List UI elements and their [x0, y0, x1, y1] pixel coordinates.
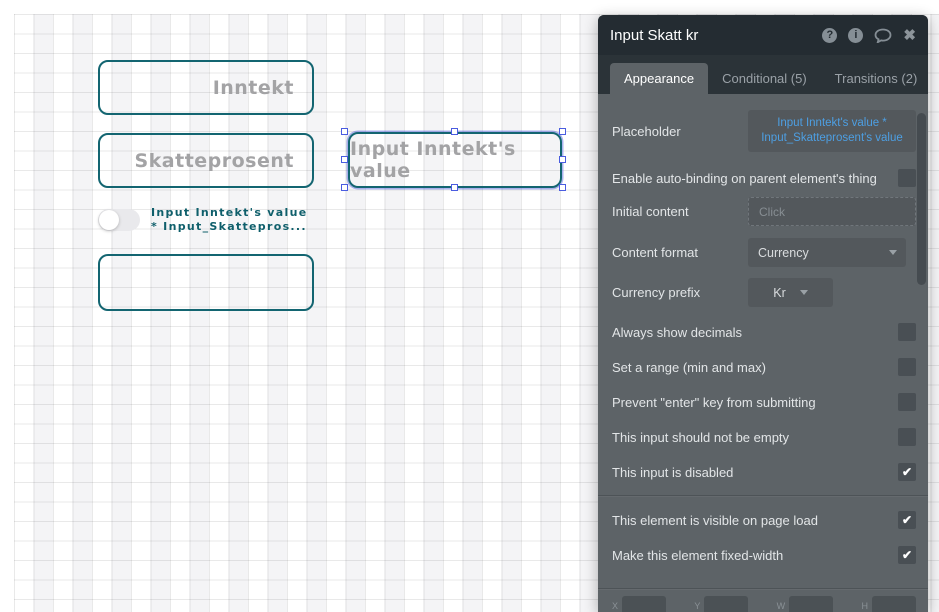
w-label: W: [776, 601, 786, 611]
resize-handle-top-left[interactable]: [341, 128, 348, 135]
x-label: X: [612, 601, 619, 611]
placeholder-expression-field[interactable]: Input Inntekt's value * Input_Skattepros…: [748, 110, 916, 152]
toggle-label-line2: * Input_Skattepros...: [151, 220, 307, 233]
tab-conditional[interactable]: Conditional (5): [722, 71, 807, 86]
content-format-value: Currency: [758, 245, 809, 260]
canvas-input-skatteprosent[interactable]: Skatteprosent: [98, 133, 314, 188]
checkbox-label: This input should not be empty: [612, 429, 790, 445]
currency-prefix-label: Currency prefix: [612, 285, 701, 300]
checkbox-row: Make this element fixed-width: [598, 546, 928, 564]
resize-handle-mid-left[interactable]: [341, 156, 348, 163]
checkbox-label: Always show decimals: [612, 324, 743, 340]
property-editor-panel: Input Skatt kr ? i ✖ Appearance Conditio…: [598, 15, 928, 612]
checkbox-label: Make this element fixed-width: [612, 547, 784, 563]
info-icon[interactable]: i: [848, 27, 864, 43]
position-size-row: X Y W H: [598, 596, 928, 612]
toggle-knob: [99, 210, 119, 230]
placeholder-expression-line2: Input_Skatteprosent's value: [761, 132, 903, 144]
checkbox-row: Prevent "enter" key from submitting: [598, 393, 928, 411]
close-icon[interactable]: ✖: [903, 26, 916, 44]
placeholder-row: Placeholder Input Inntekt's value * Inpu…: [598, 110, 928, 152]
h-field-group: H: [861, 596, 916, 612]
resize-handle-bottom-right[interactable]: [559, 184, 566, 191]
h-input[interactable]: [871, 596, 916, 612]
resize-handle-top-right[interactable]: [559, 128, 566, 135]
resize-handle-bottom-mid[interactable]: [451, 184, 458, 191]
checkbox-row: Set a range (min and max): [598, 358, 928, 376]
resize-handle-top-mid[interactable]: [451, 128, 458, 135]
currency-prefix-value: Kr: [773, 285, 786, 300]
checkbox-label: This element is visible on page load: [612, 512, 818, 528]
chevron-down-icon: [799, 290, 808, 295]
fixed-width-checkbox[interactable]: [898, 546, 916, 564]
panel-title: Input Skatt kr: [610, 26, 699, 44]
chevron-down-icon: [889, 250, 897, 255]
set-range-checkbox[interactable]: [898, 358, 916, 376]
canvas-input-empty[interactable]: [98, 254, 314, 311]
panel-body: Placeholder Input Inntekt's value * Inpu…: [598, 110, 928, 612]
checkbox-row: This element is visible on page load: [598, 511, 928, 529]
canvas-margin-top: [0, 0, 939, 14]
x-input[interactable]: [622, 596, 667, 612]
initial-content-input[interactable]: Click: [748, 197, 916, 226]
y-label: Y: [694, 601, 701, 611]
tab-transitions[interactable]: Transitions (2): [834, 71, 918, 86]
not-empty-checkbox[interactable]: [898, 428, 916, 446]
prevent-enter-checkbox[interactable]: [898, 393, 916, 411]
currency-prefix-dropdown[interactable]: Kr: [748, 278, 833, 307]
checkbox-row: Always show decimals: [598, 323, 928, 341]
auto-binding-row: Enable auto-binding on parent element's …: [598, 169, 928, 187]
checkbox-row: This input is disabled: [598, 463, 928, 481]
visible-on-page-load-checkbox[interactable]: [898, 511, 916, 529]
currency-prefix-row: Currency prefix Kr: [598, 278, 928, 307]
w-field-group: W: [777, 596, 834, 612]
checkbox-row: This input should not be empty: [598, 428, 928, 446]
canvas-margin-left: [0, 0, 14, 612]
checkbox-label: Set a range (min and max): [612, 359, 766, 375]
canvas-input-inntekt[interactable]: Inntekt: [98, 60, 314, 115]
placeholder-expression-line1: Input Inntekt's value *: [777, 117, 887, 129]
toggle-label-line1: Input Inntekt's value: [151, 206, 308, 219]
y-input[interactable]: [704, 596, 749, 612]
tab-appearance[interactable]: Appearance: [610, 63, 709, 94]
canvas-toggle[interactable]: [98, 209, 140, 231]
content-format-dropdown[interactable]: Currency: [748, 238, 906, 267]
content-format-label: Content format: [612, 245, 698, 260]
canvas-input-skatt-kr-selected[interactable]: Input Inntekt's value: [348, 132, 562, 188]
initial-content-row: Initial content Click: [598, 197, 928, 226]
checkbox-label: This input is disabled: [612, 464, 734, 480]
placeholder-label: Placeholder: [612, 123, 681, 139]
content-format-row: Content format Currency: [598, 238, 928, 267]
section-divider: [598, 495, 928, 496]
resize-handle-mid-right[interactable]: [559, 156, 566, 163]
input-disabled-checkbox[interactable]: [898, 463, 916, 481]
auto-binding-checkbox[interactable]: [898, 169, 916, 187]
section-divider: [598, 588, 928, 589]
always-show-decimals-checkbox[interactable]: [898, 323, 916, 341]
panel-header[interactable]: Input Skatt kr ? i ✖: [598, 15, 928, 55]
panel-header-icons: ? i ✖: [822, 26, 916, 44]
help-icon[interactable]: ?: [822, 27, 838, 43]
panel-tabbar: Appearance Conditional (5) Transitions (…: [598, 55, 928, 94]
auto-binding-label: Enable auto-binding on parent element's …: [612, 170, 877, 186]
h-label: H: [861, 601, 868, 611]
y-field-group: Y: [694, 596, 749, 612]
checkbox-label: Prevent "enter" key from submitting: [612, 394, 816, 410]
canvas-toggle-label[interactable]: Input Inntekt's value * Input_Skattepros…: [151, 206, 321, 234]
w-input[interactable]: [789, 596, 834, 612]
resize-handle-bottom-left[interactable]: [341, 184, 348, 191]
panel-scrollbar[interactable]: [917, 113, 926, 285]
x-field-group: X: [612, 596, 667, 612]
comment-icon[interactable]: [874, 28, 892, 43]
initial-content-label: Initial content: [612, 204, 689, 219]
